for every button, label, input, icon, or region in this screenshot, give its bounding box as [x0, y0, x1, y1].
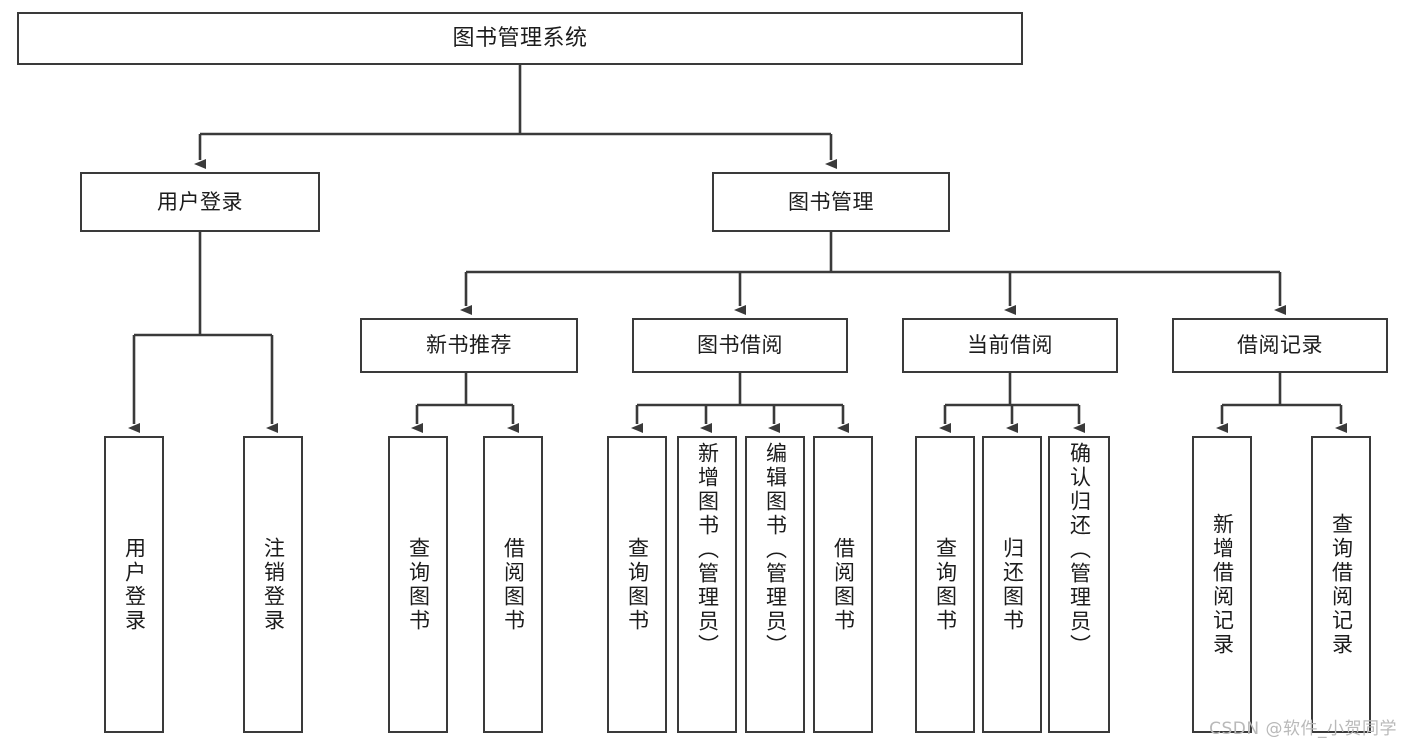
leaf-current-borrow-confirm-return[interactable]: 确认归还（管理员） — [1048, 436, 1110, 733]
leaf-label: 新增借阅记录 — [1210, 512, 1235, 657]
leaf-label: 查询图书 — [933, 536, 958, 633]
leaf-user-login-logout[interactable]: 注销登录 — [243, 436, 303, 733]
csdn-watermark: CSDN @软件_小贺同学 — [1209, 719, 1397, 739]
leaf-book-borrow-edit[interactable]: 编辑图书（管理员） — [745, 436, 805, 733]
leaf-label: 注销登录 — [261, 536, 286, 633]
node-current-borrow[interactable]: 当前借阅 — [902, 318, 1118, 373]
node-book-borrow[interactable]: 图书借阅 — [632, 318, 848, 373]
node-user-login[interactable]: 用户登录 — [80, 172, 320, 232]
leaf-book-borrow-query[interactable]: 查询图书 — [607, 436, 667, 733]
node-new-book-recommend[interactable]: 新书推荐 — [360, 318, 578, 373]
leaf-label: 确认归还（管理员） — [1067, 442, 1092, 658]
leaf-new-book-borrow[interactable]: 借阅图书 — [483, 436, 543, 733]
leaf-label: 借阅图书 — [501, 536, 526, 633]
leaf-label: 编辑图书（管理员） — [763, 442, 788, 658]
leaf-current-borrow-query[interactable]: 查询图书 — [915, 436, 975, 733]
leaf-user-login-login[interactable]: 用户登录 — [104, 436, 164, 733]
node-borrow-record[interactable]: 借阅记录 — [1172, 318, 1388, 373]
leaf-label: 查询图书 — [625, 536, 650, 633]
leaf-label: 查询图书 — [406, 536, 431, 633]
leaf-label: 用户登录 — [122, 536, 147, 633]
node-root[interactable]: 图书管理系统 — [17, 12, 1023, 65]
leaf-book-borrow-add[interactable]: 新增图书（管理员） — [677, 436, 737, 733]
leaf-new-book-query[interactable]: 查询图书 — [388, 436, 448, 733]
leaf-borrow-record-query[interactable]: 查询借阅记录 — [1311, 436, 1371, 733]
leaf-book-borrow-borrow[interactable]: 借阅图书 — [813, 436, 873, 733]
leaf-label: 查询借阅记录 — [1329, 512, 1354, 657]
leaf-label: 归还图书 — [1000, 536, 1025, 633]
leaf-current-borrow-return[interactable]: 归还图书 — [982, 436, 1042, 733]
node-book-management[interactable]: 图书管理 — [712, 172, 950, 232]
leaf-label: 新增图书（管理员） — [695, 442, 720, 658]
leaf-borrow-record-add[interactable]: 新增借阅记录 — [1192, 436, 1252, 733]
leaf-label: 借阅图书 — [831, 536, 856, 633]
